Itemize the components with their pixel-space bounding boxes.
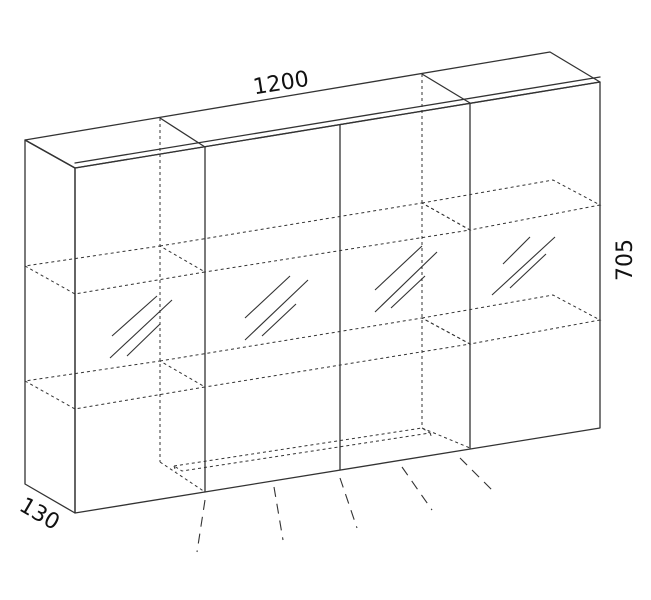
light-beam-1	[196, 499, 206, 553]
hidden-interior	[23, 74, 602, 493]
cabinet-front-face	[74, 81, 601, 514]
shelf-right-lower	[420, 294, 602, 345]
hidden-base-right	[421, 427, 471, 449]
shelf-middle-upper	[159, 202, 472, 273]
top-edge-line	[74, 76, 601, 164]
shelf-middle-lower	[159, 317, 472, 388]
mirror-reflection-door-4	[491, 236, 556, 296]
mirror-reflection-door-3	[374, 245, 438, 313]
shelf-left-lower	[23, 360, 207, 410]
dimension-labels: 1200 705 130	[15, 67, 638, 536]
cabinet-body	[24, 51, 601, 514]
mirror-reflections	[109, 236, 556, 359]
door-dividers	[159, 73, 471, 493]
shelf-left-upper	[23, 245, 207, 295]
light-beam-4	[401, 466, 433, 511]
hidden-base-left	[159, 461, 206, 493]
shelf-right-upper	[420, 179, 602, 231]
top-joint-2	[421, 73, 471, 104]
mirror-reflection-door-2	[244, 275, 309, 341]
depth-dimension-label: 130	[15, 493, 64, 536]
light-beam-3	[339, 477, 358, 529]
cabinet-side-face	[24, 139, 76, 514]
cabinet-top-face	[24, 51, 601, 169]
light-beams	[196, 457, 496, 553]
width-dimension-label: 1200	[251, 67, 310, 100]
light-beam-2	[273, 486, 284, 541]
height-dimension-label: 705	[613, 239, 638, 281]
bottom-tray-edge-right	[429, 432, 433, 439]
light-beam-5	[459, 457, 496, 494]
mirror-reflection-door-1	[109, 295, 173, 359]
bottom-tray-edge-left	[173, 465, 177, 473]
bottom-tray	[172, 427, 432, 472]
top-joint-1	[159, 117, 206, 148]
